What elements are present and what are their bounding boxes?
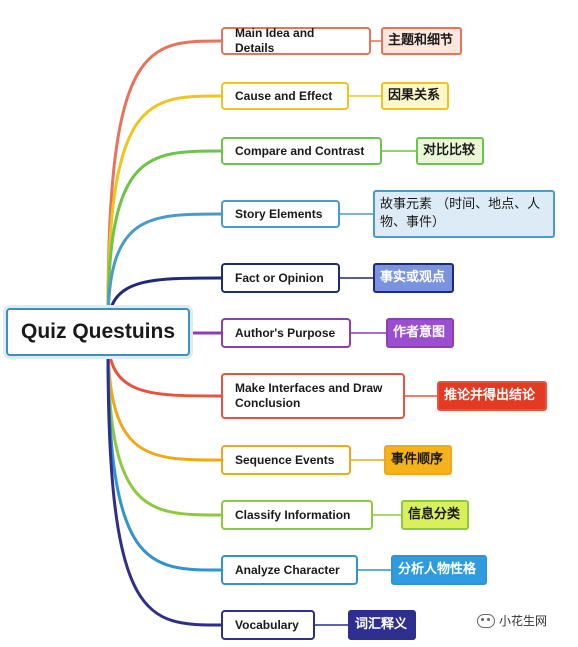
topic-authors-purpose[interactable]: Author's Purpose — [221, 318, 351, 348]
wechat-icon — [477, 613, 495, 628]
topic-compare-contrast[interactable]: Compare and Contrast — [221, 137, 382, 165]
branch-line-story-elements — [106, 212, 222, 325]
branch-line-vocabulary — [106, 351, 222, 627]
topic-classify-information[interactable]: Classify Information — [221, 500, 373, 530]
topic-sequence-events[interactable]: Sequence Events — [221, 445, 351, 475]
watermark: 小花生网 — [477, 612, 547, 629]
topic-make-interfaces[interactable]: Make Interfaces and Draw Conclusion — [221, 373, 405, 419]
label-compare-contrast: 对比比较 — [416, 137, 484, 165]
root-node[interactable]: Quiz Questuins — [6, 308, 190, 356]
topic-cause-effect[interactable]: Cause and Effect — [221, 82, 349, 110]
topic-fact-opinion[interactable]: Fact or Opinion — [221, 263, 340, 293]
topic-vocabulary[interactable]: Vocabulary — [221, 610, 315, 640]
topic-main-idea[interactable]: Main Idea and Details — [221, 26, 371, 55]
branch-line-compare-contrast — [106, 149, 222, 321]
label-cause-effect: 因果关系 — [381, 82, 449, 110]
topic-story-elements[interactable]: Story Elements — [221, 200, 340, 228]
label-vocabulary: 词汇释义 — [348, 610, 416, 640]
label-story-elements: 故事元素 （时间、地点、人物、事件） — [373, 190, 555, 238]
topic-analyze-character[interactable]: Analyze Character — [221, 555, 358, 585]
watermark-text: 小花生网 — [499, 614, 548, 628]
label-make-interfaces: 推论并得出结论 — [437, 381, 547, 411]
branch-line-sequence-events — [106, 339, 222, 462]
branch-line-cause-effect — [106, 94, 222, 317]
label-fact-opinion: 事实或观点 — [373, 263, 454, 293]
label-analyze-character: 分析人物性格 — [391, 555, 487, 585]
label-classify-information: 信息分类 — [401, 500, 469, 530]
label-authors-purpose: 作者意图 — [386, 318, 454, 348]
branch-line-main-idea — [106, 39, 222, 313]
label-sequence-events: 事件顺序 — [384, 445, 452, 475]
label-main-idea: 主题和细节 — [381, 27, 462, 55]
